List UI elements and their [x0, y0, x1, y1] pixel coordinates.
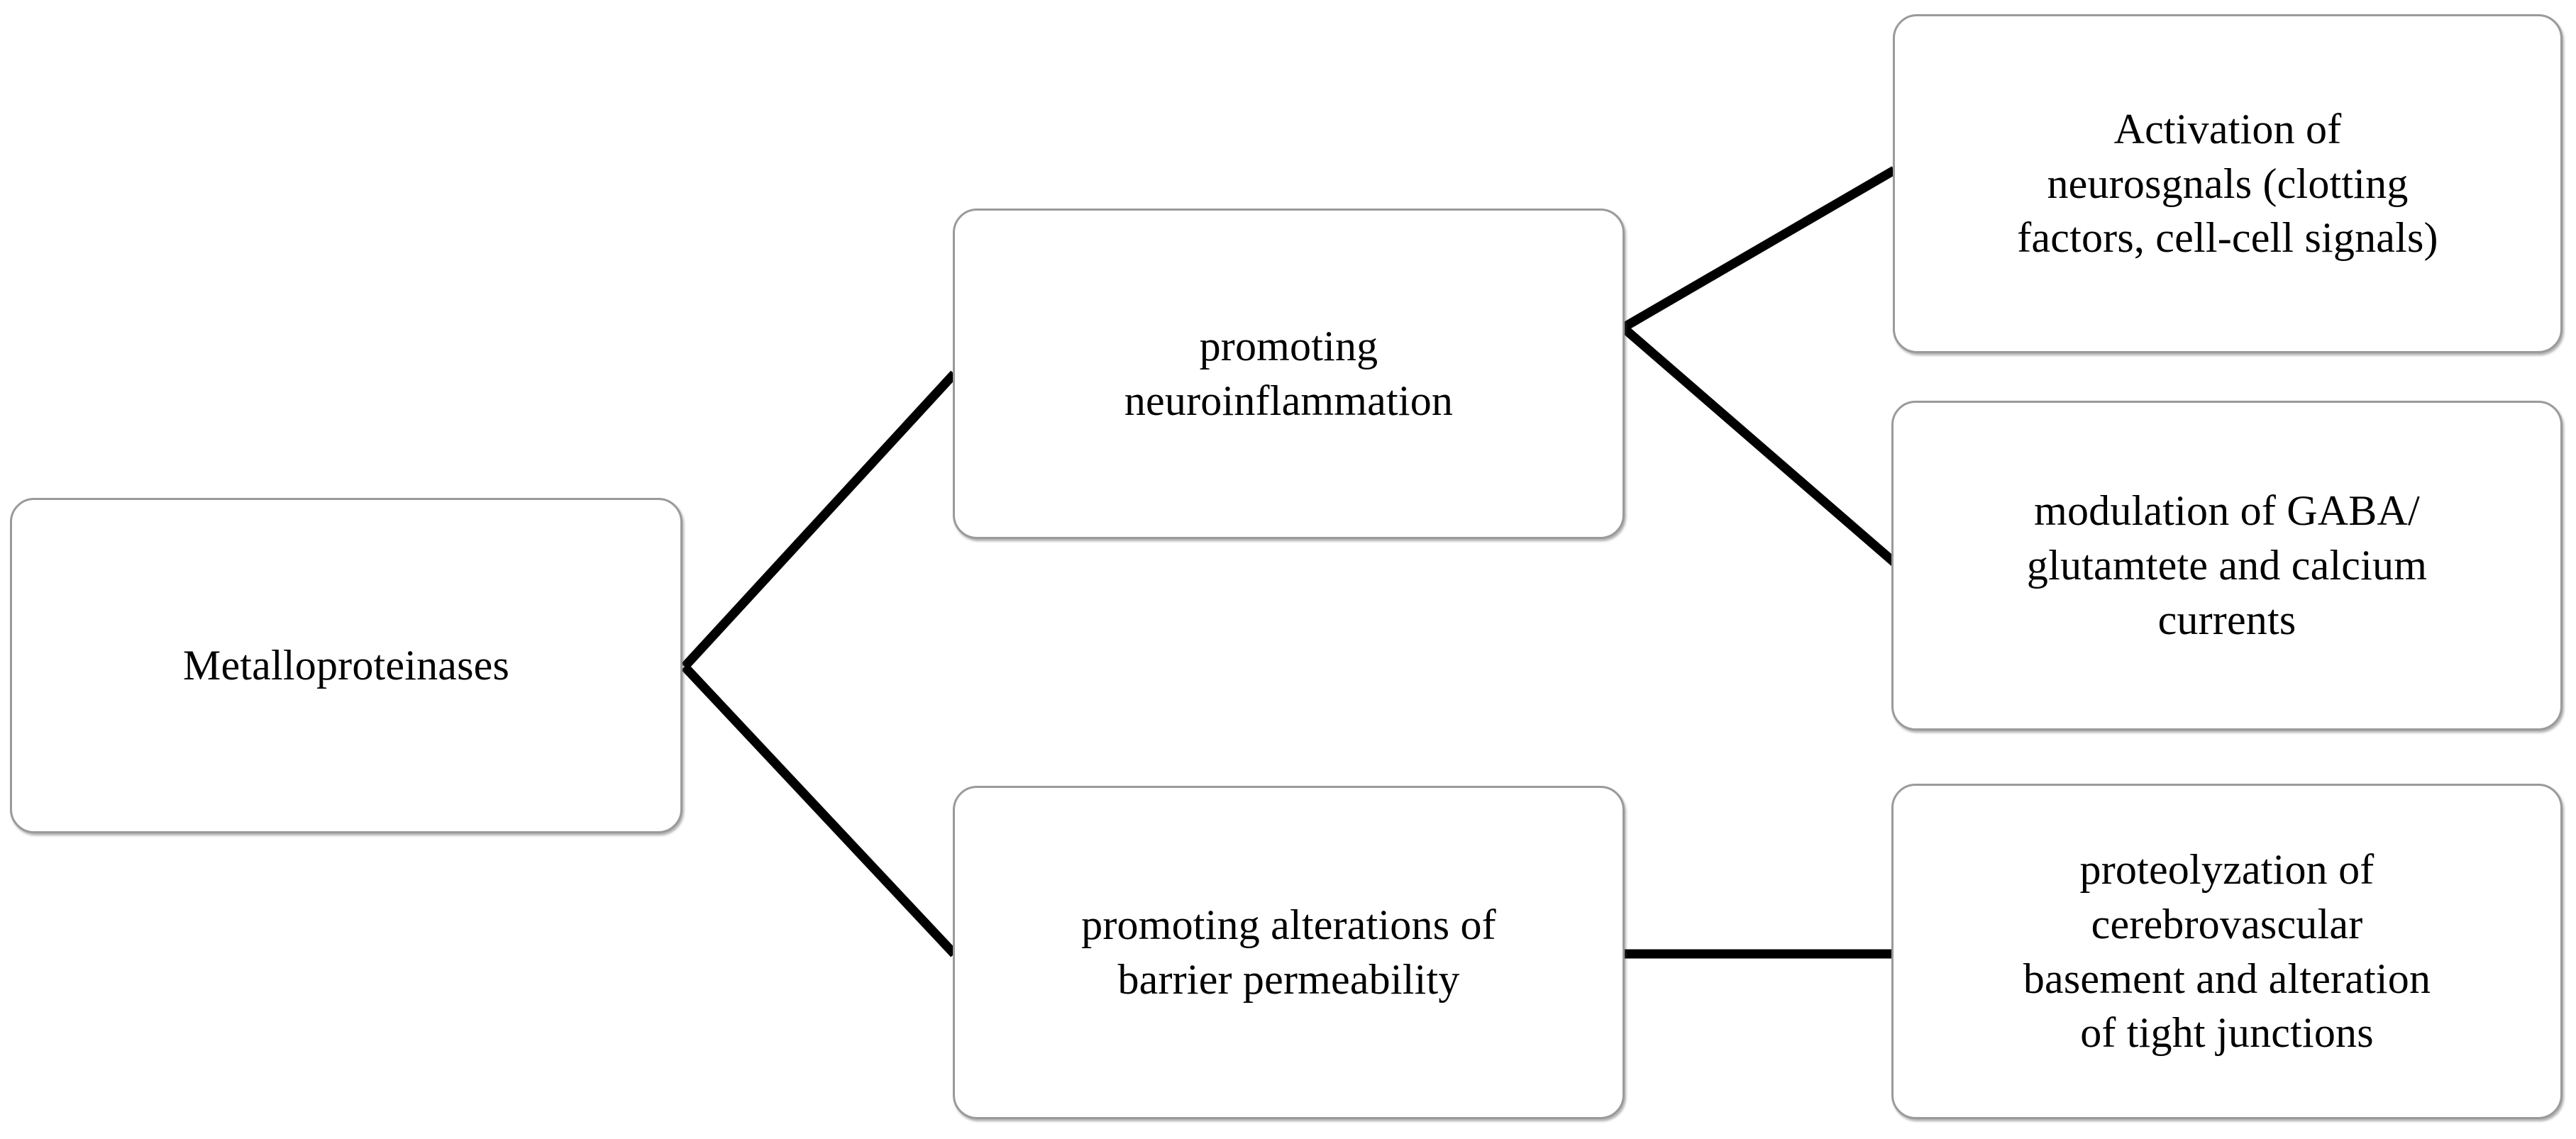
node-promoting-alterations-of-barrier-permeability-label: promoting alterations of barrier permeab… — [1081, 901, 1496, 1003]
edge-root-to-barrier-permeability — [681, 663, 958, 957]
node-metalloproteinases-label: Metalloproteinases — [182, 642, 510, 689]
node-promoting-neuroinflammation-label: promoting neuroinflammation — [1124, 323, 1454, 424]
node-metalloproteinases[interactable]: Metalloproteinases — [10, 498, 682, 833]
node-proteolyzation-of-cerebrovascular-basement[interactable]: proteolyzation of cerebrovascular baseme… — [1891, 784, 2563, 1119]
edge-neuroinflammation-to-activation — [1620, 166, 1897, 332]
node-modulation-of-gaba-glutamate-calcium-label: modulation of GABA/ glutamtete and calci… — [2026, 487, 2428, 643]
edge-neuroinflammation-to-gaba — [1620, 324, 1898, 566]
edge-root-to-neuroinflammation — [681, 370, 958, 670]
node-modulation-of-gaba-glutamate-calcium[interactable]: modulation of GABA/ glutamtete and calci… — [1891, 401, 2563, 730]
node-activation-of-neurosgnals[interactable]: Activation of neurosgnals (clotting fact… — [1893, 14, 2563, 353]
node-activation-of-neurosgnals-label: Activation of neurosgnals (clotting fact… — [2017, 105, 2438, 262]
node-promoting-alterations-of-barrier-permeability[interactable]: promoting alterations of barrier permeab… — [953, 786, 1625, 1119]
node-promoting-neuroinflammation[interactable]: promoting neuroinflammation — [953, 209, 1625, 539]
node-proteolyzation-of-cerebrovascular-basement-label: proteolyzation of cerebrovascular baseme… — [2023, 845, 2431, 1057]
